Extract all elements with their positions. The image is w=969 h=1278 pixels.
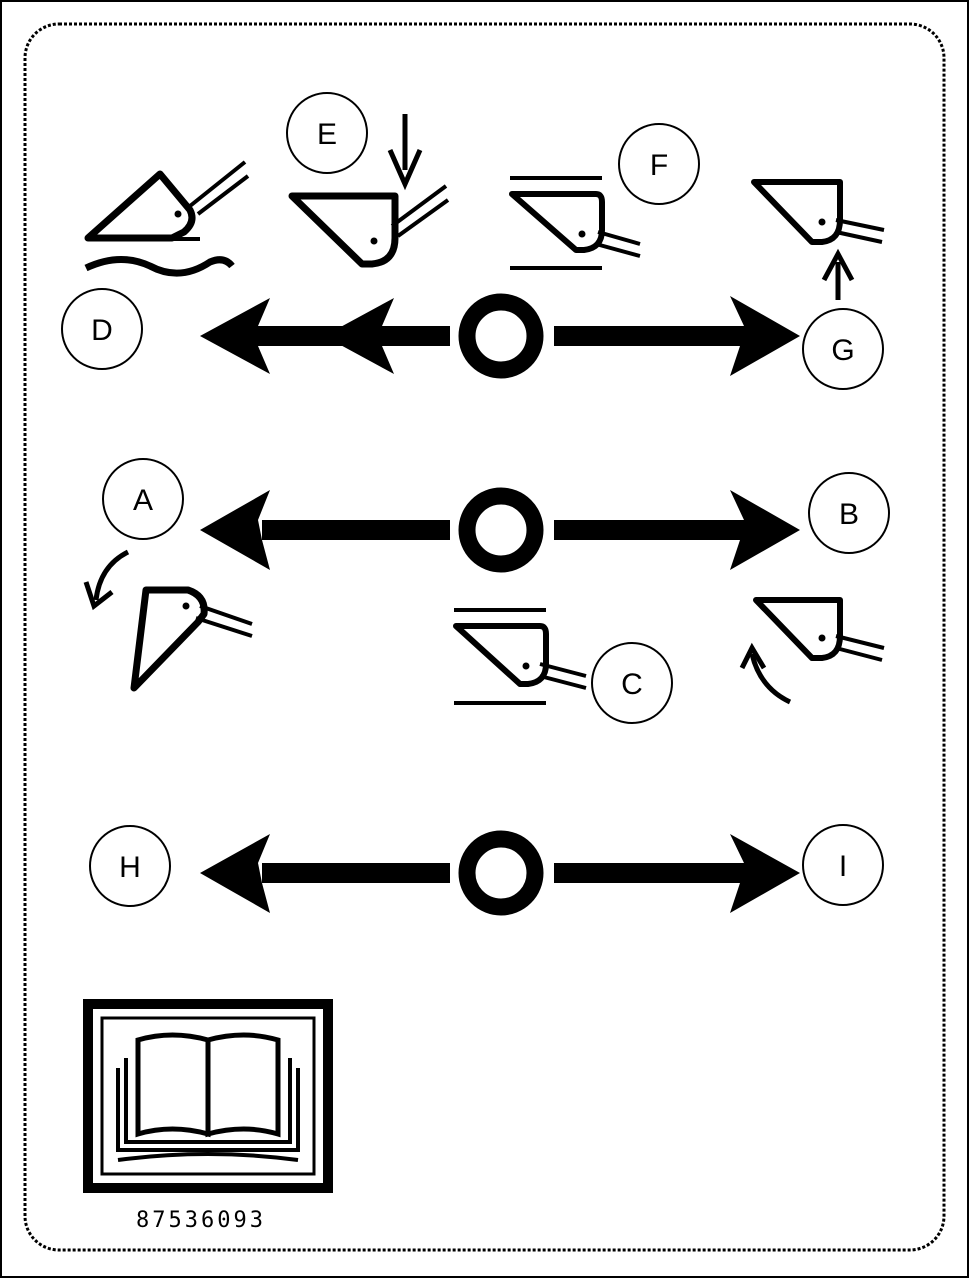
callout-c: C (591, 642, 673, 724)
lever-neutral-ring (467, 302, 535, 370)
callout-d-label: D (91, 314, 113, 347)
arrow-head-left-inner (324, 298, 440, 374)
callout-g-label: G (831, 334, 854, 367)
bucket-float-icon (84, 160, 250, 277)
callout-h: H (89, 825, 171, 907)
callout-a: A (102, 458, 184, 540)
callout-a-label: A (133, 484, 153, 517)
part-number: 87536093 (136, 1208, 266, 1233)
arrow-head-left (200, 490, 270, 570)
callout-c-label: C (621, 668, 643, 701)
arrow-head-right (730, 296, 800, 376)
callout-i: I (802, 824, 884, 906)
bucket-level-icon (453, 608, 587, 705)
callout-i-label: I (839, 850, 847, 883)
callout-b: B (808, 472, 890, 554)
bucket-return-to-dig-icon (288, 114, 450, 268)
lever-row-middle: A B C (83, 458, 890, 724)
bucket-rollback-icon (83, 549, 253, 692)
arrow-shaft-right (554, 863, 744, 883)
arrow-shaft-left (262, 863, 450, 883)
arrow-head-left-outer (200, 298, 314, 374)
bucket-self-level-icon (509, 176, 641, 270)
callout-e-label: E (317, 118, 337, 151)
lever-neutral-ring (467, 839, 535, 907)
arrow-shaft-left (262, 520, 450, 540)
arrow-shaft-right (554, 326, 744, 346)
bucket-dump-icon (739, 597, 885, 705)
lever-row-lower: H I (89, 824, 884, 913)
arrow-shaft-right (554, 520, 744, 540)
bucket-raise-icon (751, 179, 885, 300)
arrow-head-left (200, 834, 270, 913)
lever-row-upper: D E F G (61, 92, 885, 390)
callout-d: D (61, 288, 143, 370)
callout-e: E (286, 92, 368, 174)
callout-f: F (618, 123, 700, 205)
callout-h-label: H (119, 851, 141, 884)
callout-g: G (802, 308, 884, 390)
arrow-head-right (730, 834, 800, 913)
decal-border (23, 22, 946, 1252)
callout-b-label: B (839, 498, 859, 531)
arrow-head-right (730, 490, 800, 570)
operator-manual-icon (83, 999, 333, 1193)
lever-neutral-ring (467, 496, 535, 564)
callout-f-label: F (650, 149, 668, 182)
